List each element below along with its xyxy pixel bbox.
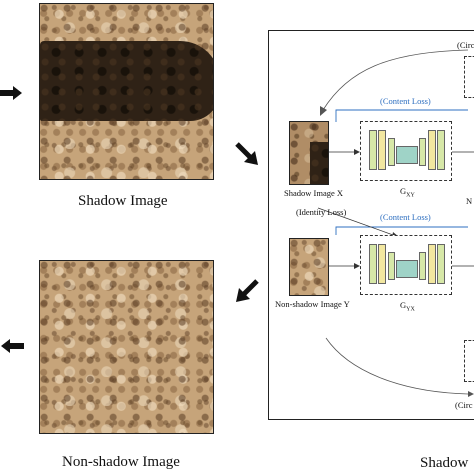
content-loss-label-2: (Content Loss): [380, 212, 431, 222]
shadow-image-x-thumb: [289, 121, 329, 185]
identity-loss-label: (Identity Loss): [296, 207, 347, 217]
shadow-image-photo: [39, 3, 214, 180]
nonshadow-image-photo: [39, 260, 214, 434]
nonshadow-image-caption: Non-shadow Image: [62, 454, 180, 470]
gxy-layer: [419, 138, 426, 166]
gyx-layer: [378, 244, 386, 284]
n-label: N: [466, 196, 473, 206]
framework-connectors: [308, 49, 474, 397]
discriminator-box-bottom: [464, 340, 474, 382]
generator-gyx-box: [360, 235, 452, 295]
circ-label-bottom: (Circ: [455, 400, 473, 410]
gyx-label-main: G: [400, 300, 407, 310]
arrow-to-framework: [235, 142, 258, 165]
content-loss-label-1: (Content Loss): [380, 96, 431, 106]
gxy-label-sub: XY: [406, 192, 415, 199]
shadow-region: [40, 41, 213, 121]
discriminator-box-top: [464, 56, 474, 98]
gyx-layer: [428, 244, 436, 284]
gxy-layer: [378, 130, 386, 170]
framework-panel: [268, 30, 474, 420]
framework-title: Shadow: [420, 455, 469, 471]
gxy-layer: [396, 146, 418, 164]
gxy-label-main: G: [400, 186, 407, 196]
arrow-right-top: [0, 86, 22, 100]
gyx-layer: [388, 252, 395, 280]
gxy-layer: [369, 130, 377, 170]
arrow-from-framework: [236, 279, 259, 302]
gxy-label: GXY: [400, 186, 415, 199]
gyx-layer: [437, 244, 445, 284]
gxy-layer: [437, 130, 445, 170]
shadow-image-x-label: Shadow Image X: [284, 188, 344, 198]
gxy-layer: [388, 138, 395, 166]
shadow-strip: [310, 142, 328, 184]
circ-label-top: (Circ: [457, 40, 474, 50]
gyx-label-sub: YX: [406, 306, 415, 313]
nonshadow-image-y-thumb: [289, 238, 329, 296]
gyx-layer: [419, 252, 426, 280]
arrow-left-bottom: [1, 339, 24, 353]
shadow-image-caption: Shadow Image: [78, 193, 168, 209]
nonshadow-image-y-label: Non-shadow Image Y: [275, 299, 350, 309]
gxy-layer: [428, 130, 436, 170]
gyx-layer: [369, 244, 377, 284]
gyx-label: GYX: [400, 300, 415, 313]
generator-gxy-box: [360, 121, 452, 181]
gyx-layer: [396, 260, 418, 278]
